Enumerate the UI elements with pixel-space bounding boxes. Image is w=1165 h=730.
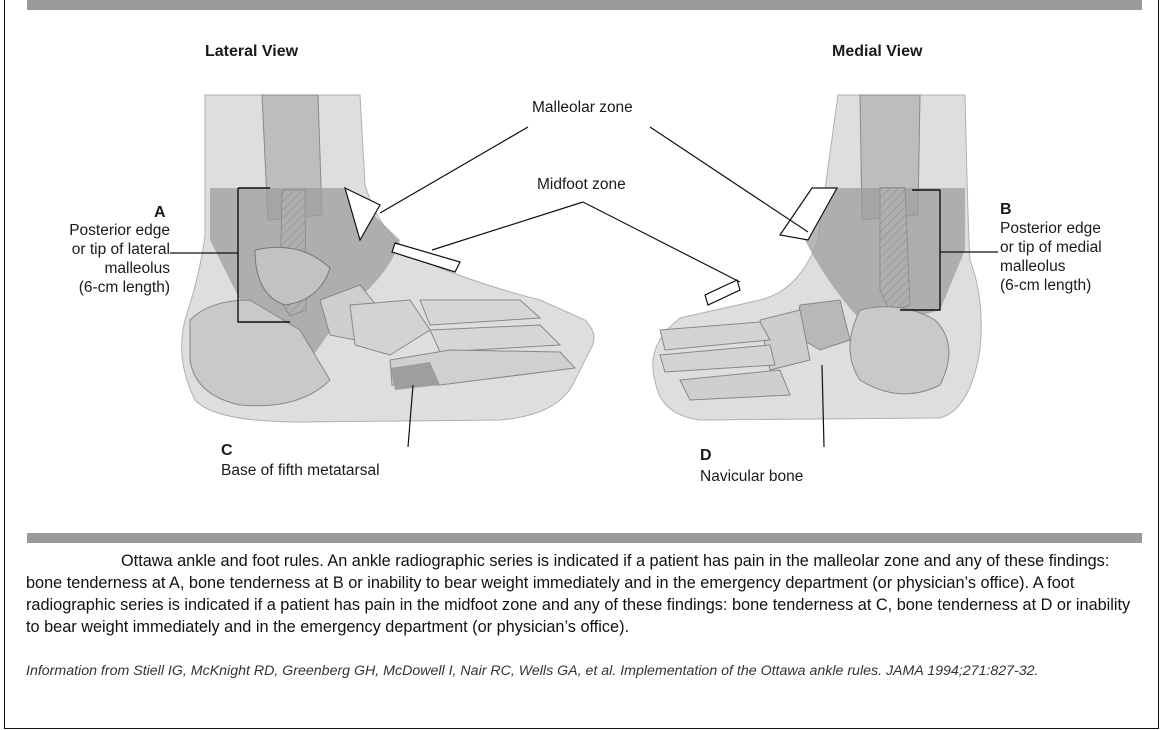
point-b-line-3: malleolus [1000,257,1065,276]
point-b-line-2: or tip of medial [1000,238,1102,257]
point-b-line-1: Posterior edge [1000,219,1101,238]
point-a-letter: A [154,203,166,222]
point-a-line-3: malleolus [44,259,170,278]
lateral-view-title: Lateral View [205,42,298,61]
ankle-diagram: Lateral View Medial View Malleolar zone … [0,0,1165,520]
point-d-letter: D [700,446,712,465]
midfoot-zone-label: Midfoot zone [537,175,626,194]
caption-rule [27,533,1142,543]
lateral-foot-illustration [170,95,594,447]
illustration [0,0,1165,520]
figure-caption: Ottawa ankle and foot rules. An ankle ra… [26,550,1141,638]
point-b-letter: B [1000,200,1012,219]
medial-foot-illustration [653,95,998,447]
point-a-line-1: Posterior edge [44,221,170,240]
source-citation: Information from Stiell IG, McKnight RD,… [26,661,1146,682]
point-a-line-2: or tip of lateral [44,240,170,259]
point-b-line-4: (6-cm length) [1000,276,1091,295]
point-a-line-4: (6-cm length) [44,278,170,297]
point-d-label: Navicular bone [700,467,803,486]
medial-view-title: Medial View [832,42,922,61]
caption-text: Ottawa ankle and foot rules. An ankle ra… [26,552,1130,636]
malleolar-zone-label: Malleolar zone [532,98,633,117]
point-c-label: Base of fifth metatarsal [221,461,380,480]
point-c-letter: C [221,441,233,460]
